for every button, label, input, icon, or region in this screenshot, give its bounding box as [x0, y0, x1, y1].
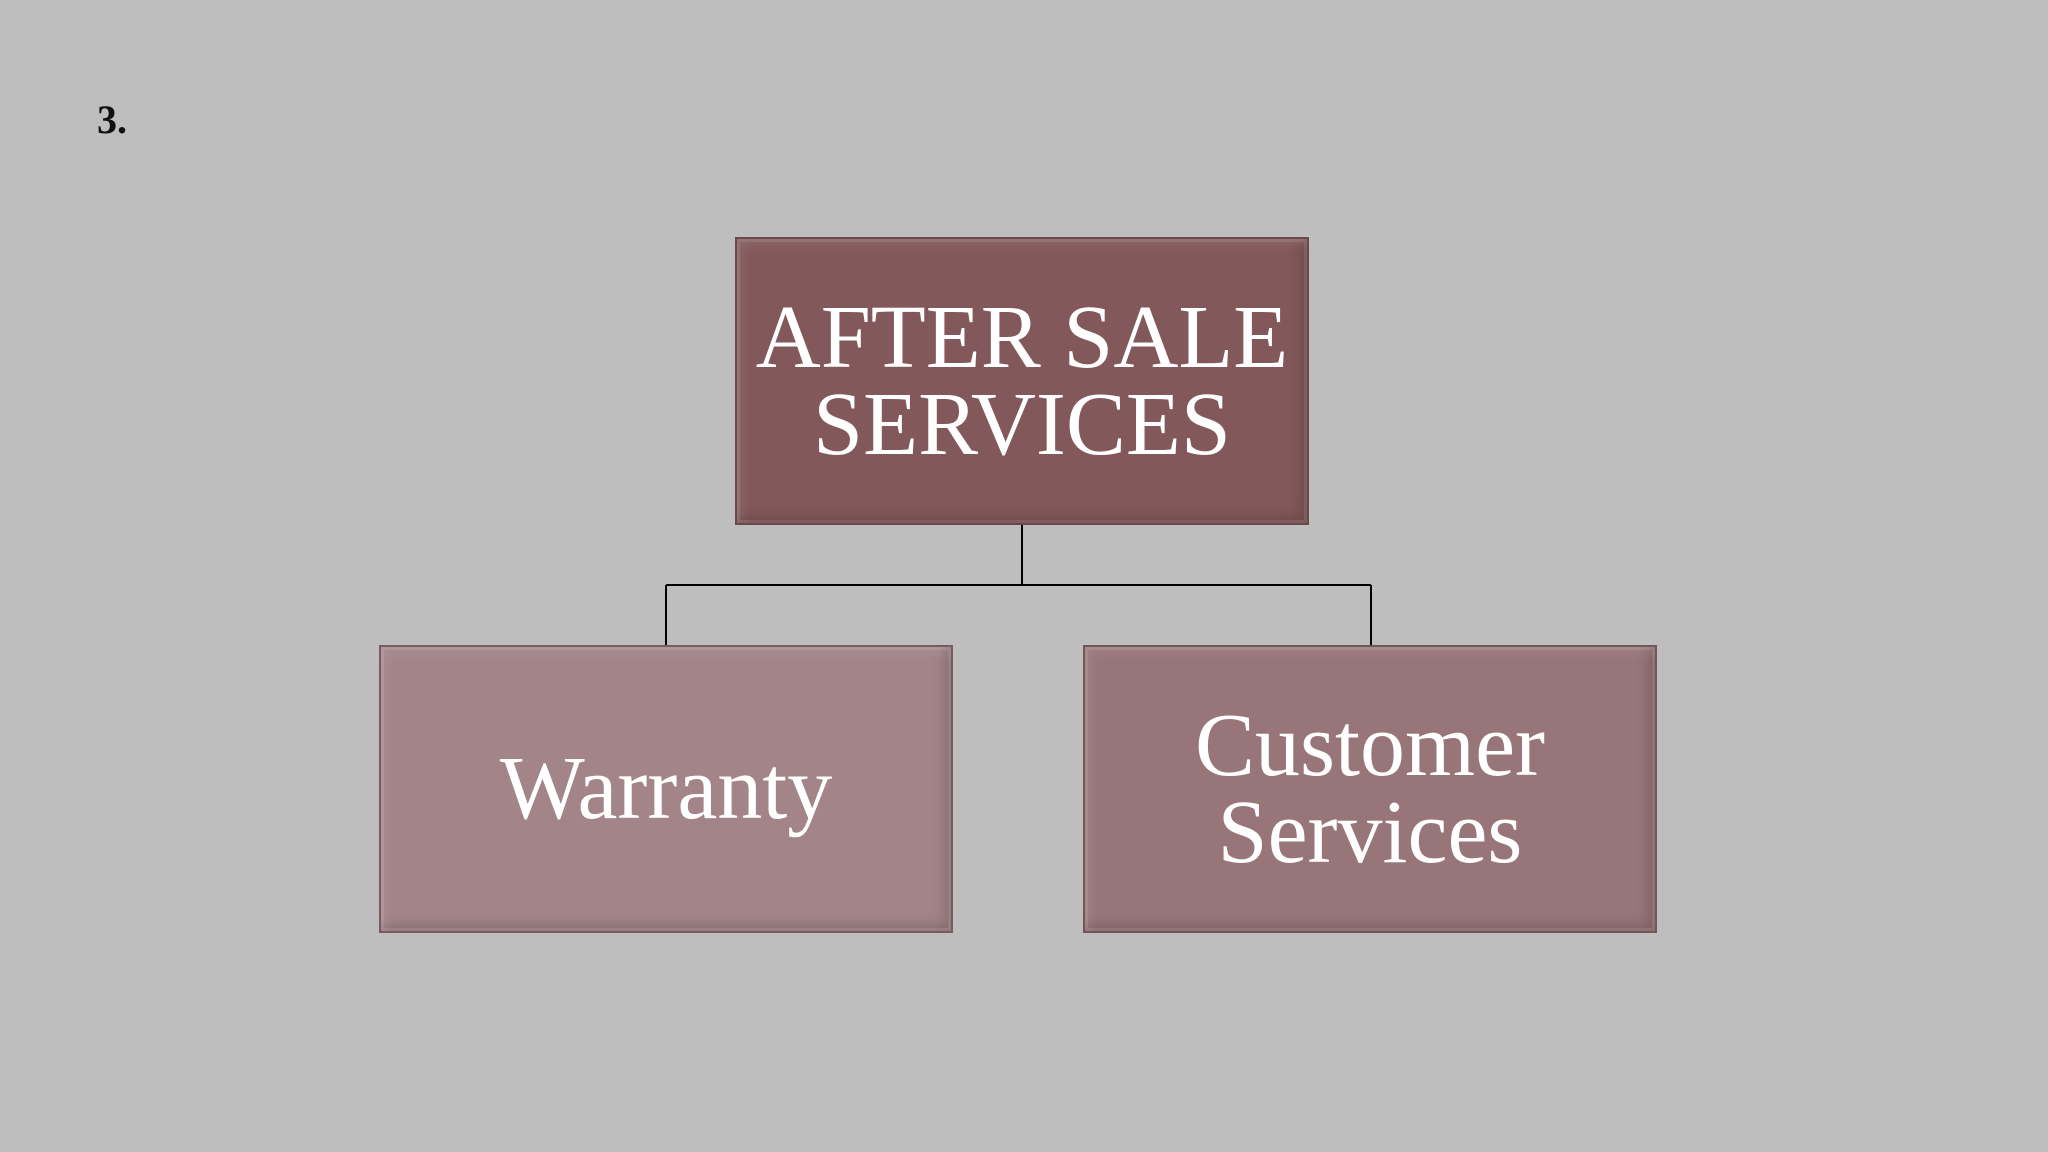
child-node-warranty: Warranty — [379, 645, 953, 933]
warranty-node-label: Warranty — [499, 739, 833, 839]
slide-number: 3. — [97, 97, 127, 142]
